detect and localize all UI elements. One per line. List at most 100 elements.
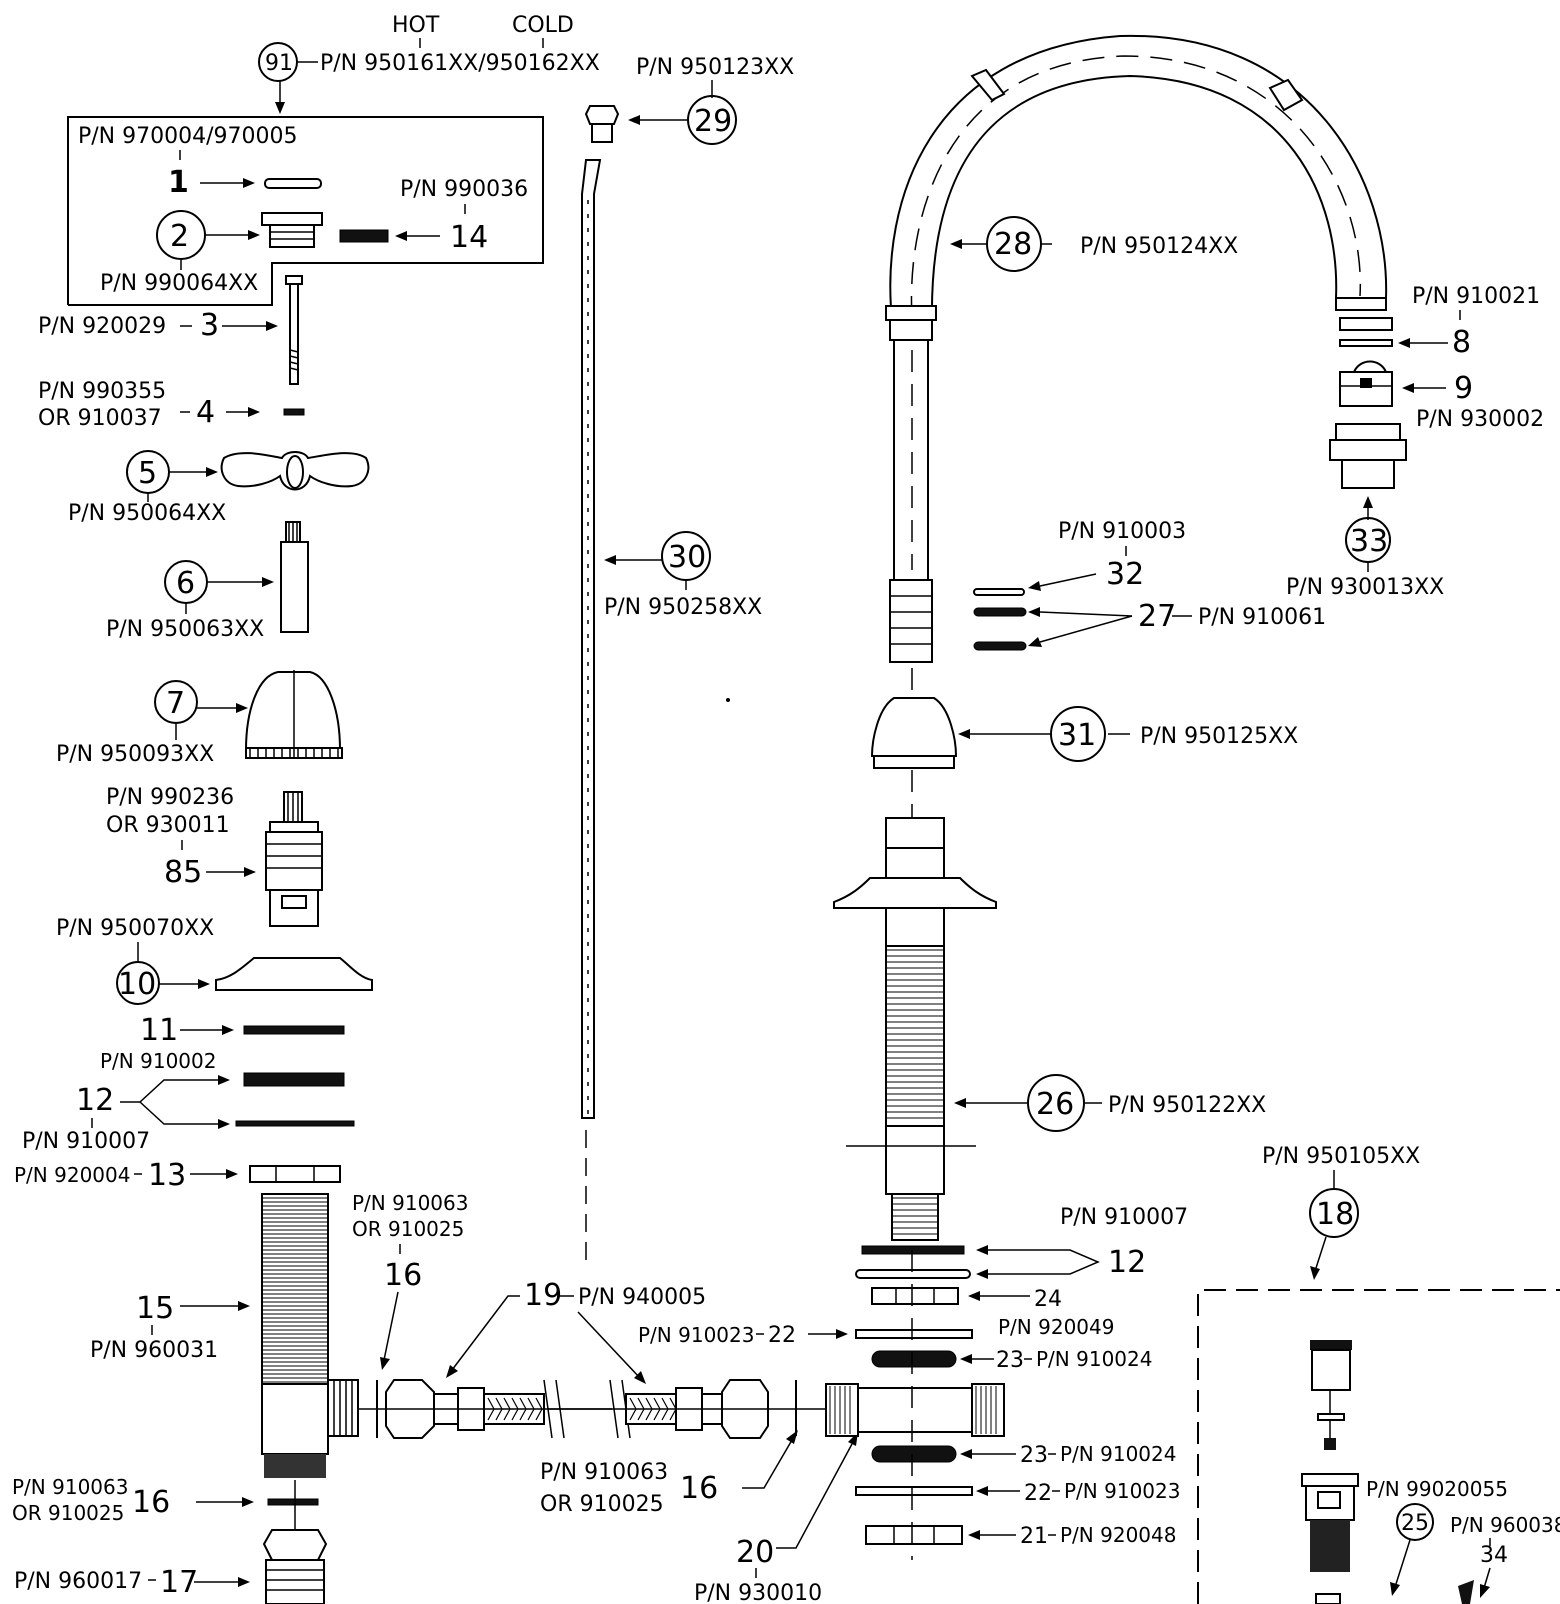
callout-32-number: 32	[1106, 557, 1144, 592]
drain-kit-box	[1197, 1289, 1560, 1604]
callout-21-number: 21	[1020, 1524, 1048, 1549]
callout-17-number: 17	[160, 1565, 198, 1600]
callout-16a-pn2: OR 910025	[352, 1217, 464, 1241]
callout-28-pn: P/N 950124XX	[1080, 234, 1238, 259]
callout-8-pn: P/N 910021	[1412, 284, 1540, 309]
callout-17-pn: P/N 960017	[14, 1569, 142, 1594]
callout-19-number: 19	[524, 1278, 562, 1313]
callout-12-right-pn: P/N 910007	[1060, 1205, 1188, 1230]
part-27-oring-upper	[973, 607, 1027, 617]
part-85-cartridge	[265, 791, 323, 927]
label-hot: HOT	[392, 13, 440, 38]
callout-12-left-number: 12	[76, 1083, 114, 1118]
callout-5-number: 5	[138, 456, 157, 491]
part-30-tube	[581, 159, 602, 1119]
part-2-cap	[261, 212, 323, 248]
part-29-nut	[584, 105, 620, 143]
callout-3-pn: P/N 920029	[38, 314, 166, 339]
callout-22a-number: 22	[768, 1323, 796, 1348]
callout-12-left-pn2: P/N 910007	[22, 1129, 150, 1154]
callout-31-number: 31	[1058, 718, 1096, 753]
part-34-clip	[1458, 1580, 1474, 1604]
callout-33-pn: P/N 930013XX	[1286, 575, 1444, 600]
part-33-aerator-housing	[1329, 423, 1407, 489]
callout-22a-pn: P/N 910023	[638, 1323, 754, 1347]
callout-6-number: 6	[176, 566, 195, 601]
part-14-oring	[339, 229, 389, 243]
part-7-bell-cap	[244, 670, 343, 759]
callout-24-pn: P/N 920049	[998, 1315, 1114, 1339]
callout-25-pn: P/N 99020055	[1366, 1477, 1508, 1501]
part-23-oring-upper	[871, 1350, 957, 1368]
callout-10-circle	[116, 961, 160, 1005]
callout-18-number: 18	[1316, 1197, 1354, 1232]
callout-9-number: 9	[1454, 371, 1473, 406]
part-26-threads	[886, 949, 944, 1235]
callout-12-left-pn1: P/N 910002	[100, 1049, 216, 1073]
callout-2-number: 2	[170, 219, 189, 254]
callout-1-number: 1	[168, 165, 189, 200]
callout-30-number: 30	[668, 540, 706, 575]
callout-14-pn: P/N 990036	[400, 177, 528, 202]
callout-28-number: 28	[994, 227, 1032, 262]
callout-21-pn: P/N 920048	[1060, 1523, 1176, 1547]
part-1-disc	[264, 178, 322, 189]
callout-10-pn: P/N 950070XX	[56, 916, 214, 941]
label-cold: COLD	[512, 13, 574, 38]
part-8-gasket	[1339, 317, 1393, 331]
cartridge-kit-box	[67, 116, 544, 306]
callout-19-pn: P/N 940005	[578, 1285, 706, 1310]
callout-22b-pn: P/N 910023	[1064, 1479, 1180, 1503]
callout-12-right-number: 12	[1108, 1245, 1146, 1280]
callout-29-number: 29	[694, 104, 732, 139]
callout-31-pn: P/N 950125XX	[1140, 724, 1298, 749]
callout-11-number: 11	[140, 1013, 178, 1048]
callout-91-number: 91	[265, 51, 293, 76]
part-12-gasket-right-lower	[855, 1269, 971, 1279]
callout-20-number: 20	[736, 1535, 774, 1570]
callout-13-pn: P/N 920004	[14, 1163, 130, 1187]
part-15-threads	[262, 1197, 328, 1383]
part-26-spout-body	[833, 817, 997, 1241]
callout-33-number: 33	[1350, 524, 1388, 559]
part-4-setscrew	[283, 408, 305, 416]
callout-7-number: 7	[166, 686, 185, 721]
part-27-oring-lower	[973, 641, 1027, 651]
part-31-base-cap	[870, 697, 958, 769]
callout-15-number: 15	[136, 1291, 174, 1326]
callout-23b-number: 23	[1020, 1443, 1048, 1468]
part-15-valve-body	[261, 1193, 359, 1478]
callout-85-pn1: P/N 990236	[106, 785, 234, 810]
part-16-washer-vertical	[267, 1498, 319, 1506]
callout-20-pn: P/N 930010	[694, 1581, 822, 1604]
callout-91-pn: P/N 950161XX/950162XX	[320, 51, 600, 76]
callout-25-number: 25	[1401, 1511, 1429, 1536]
callout-3-number: 3	[200, 308, 219, 343]
callout-30-pn: P/N 950258XX	[604, 595, 762, 620]
callout-85-pn2: OR 930011	[106, 813, 230, 838]
callout-18-circle	[1309, 1188, 1359, 1238]
callout-16b-pn2: OR 910025	[540, 1492, 664, 1517]
callout-22b-number: 22	[1024, 1481, 1052, 1506]
callout-34-pn: P/N 960038	[1450, 1513, 1560, 1537]
callout-6-pn: P/N 950063XX	[106, 617, 264, 642]
part-20-tee	[825, 1383, 1005, 1437]
callout-26-pn: P/N 950122XX	[1108, 1093, 1266, 1118]
callout-4-pn1: P/N 990355	[38, 379, 166, 404]
callout-9-pn: P/N 930002	[1416, 407, 1544, 432]
callout-23b-pn: P/N 910024	[1060, 1442, 1176, 1466]
part-24-nut	[871, 1287, 959, 1305]
callout-26-number: 26	[1036, 1087, 1074, 1122]
callout-1-pn: P/N 970004/970005	[78, 124, 298, 149]
callout-18-pn: P/N 950105XX	[1262, 1144, 1420, 1169]
callout-4-number: 4	[196, 395, 215, 430]
part-17-adapter	[262, 1480, 328, 1604]
part-3-screw	[285, 275, 303, 385]
callout-25-circle	[1396, 1503, 1434, 1541]
callout-24-number: 24	[1034, 1287, 1062, 1312]
callout-16c-number: 16	[132, 1485, 170, 1520]
part-10-escutcheon	[215, 957, 373, 991]
part-32-washer	[973, 588, 1025, 596]
callout-7-pn: P/N 950093XX	[56, 742, 214, 767]
